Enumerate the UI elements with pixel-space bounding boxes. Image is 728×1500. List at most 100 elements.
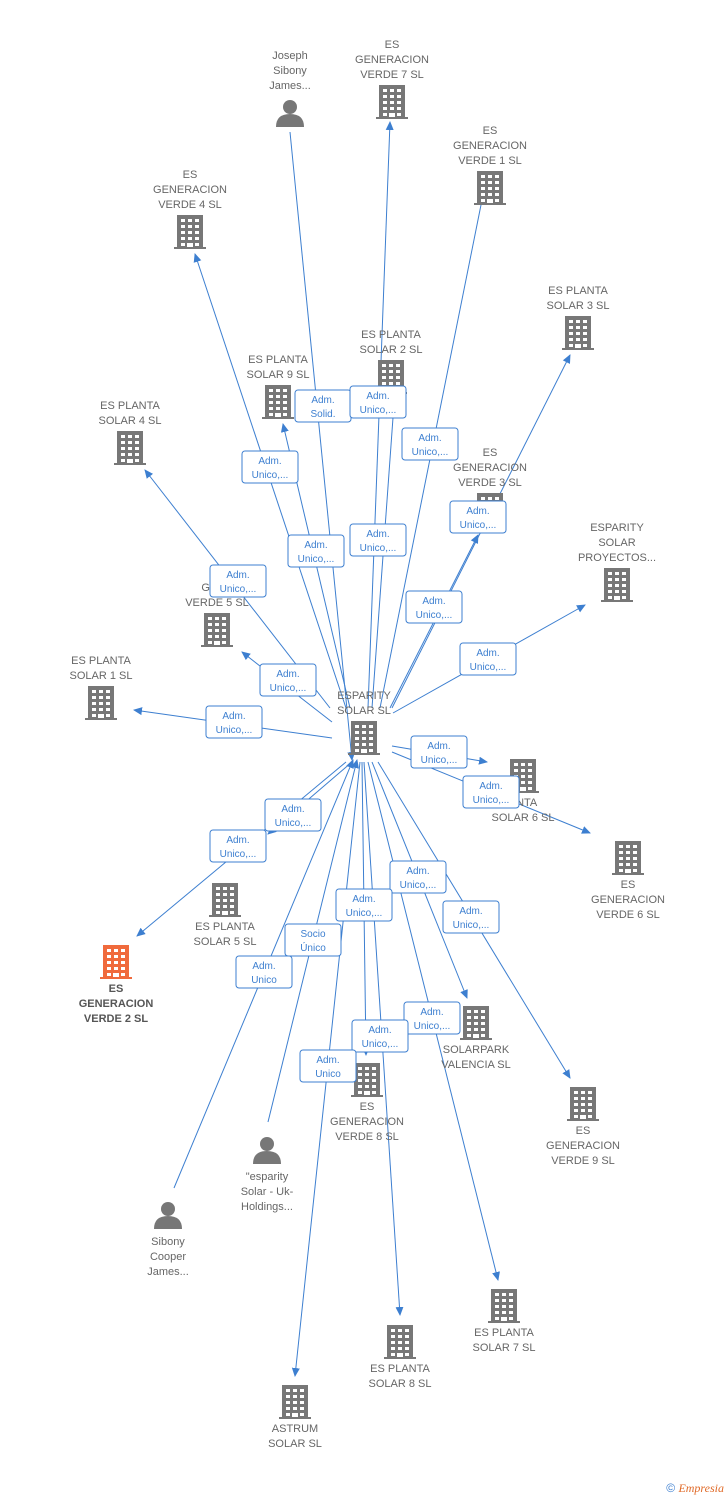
role-box[interactable]: Adm. Unico,... — [209, 564, 267, 598]
role-label: Adm. — [420, 1007, 443, 1018]
node-label: VERDE 5 SL — [185, 597, 249, 609]
role-box[interactable]: Adm.Unico,... — [259, 663, 317, 697]
building-icon — [567, 1087, 599, 1121]
node-label: VERDE 9 SL — [551, 1155, 615, 1167]
node-espp[interactable]: ESPARITYSOLARPROYECTOS... — [578, 522, 656, 602]
node-label: ES PLANTA — [71, 655, 131, 667]
building-icon — [562, 316, 594, 350]
role-label: Adm. — [226, 570, 249, 581]
role-label: Adm. — [316, 1055, 339, 1066]
role-label: Adm. — [459, 906, 482, 917]
role-label: Unico,... — [252, 470, 289, 481]
role-box-frame — [389, 860, 447, 894]
role-box[interactable]: Adm.Solid. — [294, 389, 352, 423]
role-label: Adm. — [368, 1025, 391, 1036]
role-label: Adm. — [258, 456, 281, 467]
role-box[interactable]: Adm. Unico,... — [335, 888, 393, 922]
node-label: ES — [576, 1125, 591, 1137]
role-label: Unico,... — [220, 584, 257, 595]
role-label: Adm. — [406, 866, 429, 877]
role-box[interactable]: Adm.Unico,... — [349, 523, 407, 557]
role-box[interactable]: Adm. Unico,... — [389, 860, 447, 894]
building-icon — [174, 215, 206, 249]
role-box-frame — [459, 642, 517, 676]
role-label: Unico,... — [346, 908, 383, 919]
role-box[interactable]: Adm.Unico,... — [209, 829, 267, 863]
building-icon — [376, 85, 408, 119]
node-label: ES — [109, 983, 124, 995]
role-box[interactable]: Adm.Unico,... — [205, 705, 263, 739]
node-label: James... — [269, 80, 311, 92]
node-joseph[interactable]: JosephSibonyJames... — [269, 50, 311, 127]
node-label: ESPARITY — [590, 522, 644, 534]
node-label: ES — [385, 39, 400, 51]
role-box[interactable]: Adm.Unico,... — [351, 1019, 409, 1053]
role-label: Adm. — [352, 894, 375, 905]
role-box-frame — [449, 500, 507, 534]
role-box[interactable]: Adm.Unico,... — [403, 1001, 461, 1035]
role-box[interactable]: Adm.Unico,... — [405, 590, 463, 624]
role-box-frame — [410, 735, 468, 769]
role-box[interactable]: Adm.Unico,... — [264, 798, 322, 832]
building-icon — [601, 568, 633, 602]
role-label: Unico,... — [460, 520, 497, 531]
person-icon — [276, 100, 304, 127]
role-label: Unico,... — [220, 849, 257, 860]
role-box[interactable]: Adm. Unico,... — [449, 500, 507, 534]
role-label: Unico,... — [298, 554, 335, 565]
node-sibony[interactable]: SibonyCooperJames... — [147, 1202, 189, 1278]
role-box-frame — [235, 955, 293, 989]
role-box[interactable]: Adm.Unico,... — [349, 385, 407, 419]
building-icon — [351, 1063, 383, 1097]
role-box[interactable]: Adm. Unico,... — [241, 450, 299, 484]
role-label: Único — [300, 941, 326, 954]
role-box-frame — [349, 385, 407, 419]
role-box-frame — [442, 900, 500, 934]
node-label: ES — [621, 879, 636, 891]
role-box[interactable]: Adm.Unico,... — [459, 642, 517, 676]
node-label: "esparity — [246, 1171, 289, 1183]
building-icon — [348, 721, 380, 755]
role-box[interactable]: Adm.Unico,... — [287, 534, 345, 568]
node-label: Sibony — [151, 1236, 185, 1248]
node-label: VERDE 7 SL — [360, 69, 424, 81]
role-box[interactable]: Adm.Unico — [235, 955, 293, 989]
node-label: GENERACION — [453, 140, 527, 152]
node-label: ES — [360, 1101, 375, 1113]
node-label: PROYECTOS... — [578, 552, 656, 564]
role-label: Socio — [300, 929, 325, 940]
node-label: ES PLANTA — [248, 354, 308, 366]
role-box[interactable]: Adm.Unico — [299, 1049, 357, 1083]
role-box[interactable]: Adm.Unico,... — [401, 427, 459, 461]
role-box[interactable]: Adm.Unico,... — [442, 900, 500, 934]
building-icon — [201, 613, 233, 647]
role-label: Adm. — [466, 506, 489, 517]
node-label: Holdings... — [241, 1201, 293, 1213]
role-label: Unico,... — [400, 880, 437, 891]
role-box[interactable]: Adm.Unico,... — [462, 775, 520, 809]
node-label: ES — [483, 125, 498, 137]
node-label: ES PLANTA — [370, 1363, 430, 1375]
node-label: Sibony — [273, 65, 307, 77]
role-box[interactable]: Adm.Unico,... — [410, 735, 468, 769]
